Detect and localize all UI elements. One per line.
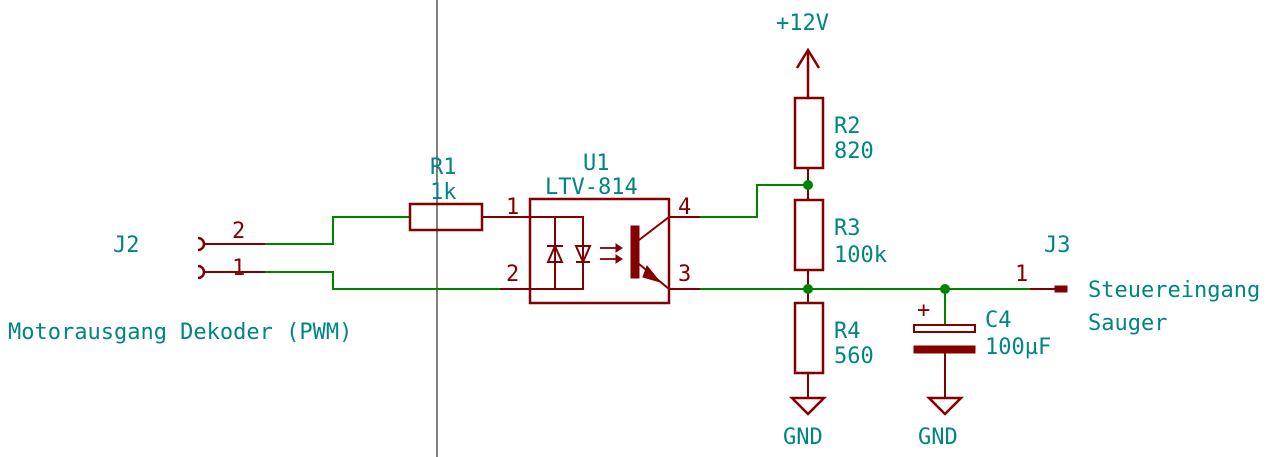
u1-ref: U1 — [583, 151, 610, 176]
junction-r2-r3 — [803, 180, 813, 190]
optocoupler-u1 — [500, 197, 700, 305]
c4-polarity: + — [917, 298, 930, 323]
c4-ref: C4 — [985, 308, 1012, 333]
resistor-r4 — [793, 289, 825, 398]
ground-symbol-right — [925, 396, 965, 416]
resistor-r1 — [408, 202, 530, 232]
junction-r3-r4 — [803, 284, 813, 294]
r1-ref: R1 — [430, 155, 457, 180]
j2-ref: J2 — [113, 233, 140, 258]
r3-ref: R3 — [834, 216, 861, 241]
r2-ref: R2 — [834, 114, 861, 139]
wires — [265, 184, 1030, 325]
vcc-label: +12V — [776, 11, 829, 36]
u1-pin2: 2 — [506, 262, 519, 287]
connector-j3 — [1030, 285, 1068, 293]
r4-ref: R4 — [834, 319, 861, 344]
capacitor-c4 — [913, 324, 976, 398]
r3-value: 100k — [834, 243, 887, 268]
power-12v-symbol — [795, 47, 821, 98]
r4-value: 560 — [834, 344, 874, 369]
r1-value: 1k — [430, 180, 457, 205]
j2-pin-top: 2 — [232, 219, 245, 244]
gnd-right-label: GND — [918, 425, 958, 450]
r2-value: 820 — [834, 139, 874, 164]
resistor-r2 — [793, 96, 825, 185]
connector-j2 — [197, 236, 265, 280]
u1-pin3: 3 — [678, 262, 691, 287]
j3-description-line2: Sauger — [1088, 311, 1167, 336]
j3-ref: J3 — [1044, 233, 1071, 258]
u1-pin1: 1 — [506, 195, 519, 220]
j2-pin-bottom: 1 — [232, 256, 245, 281]
ground-symbol-left — [788, 396, 828, 416]
j3-pin: 1 — [1015, 262, 1028, 287]
gnd-left-label: GND — [783, 425, 823, 450]
resistor-r3 — [793, 185, 825, 289]
j2-description: Motorausgang Dekoder (PWM) — [8, 320, 352, 345]
u1-value: LTV-814 — [545, 175, 638, 200]
c4-value: 100µF — [985, 335, 1051, 360]
junction-c4 — [940, 284, 950, 294]
u1-pin4: 4 — [678, 195, 691, 220]
j3-description-line1: Steuereingang — [1088, 278, 1260, 303]
